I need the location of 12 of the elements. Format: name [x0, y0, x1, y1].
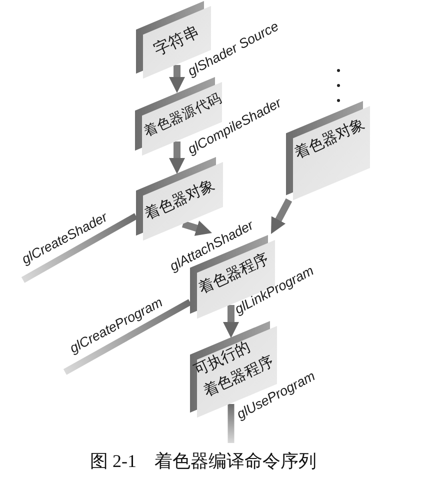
node-label: 着色器对象	[292, 115, 368, 164]
figure-caption: 图 2-1 着色器编译命令序列	[90, 451, 316, 473]
arrow	[182, 220, 214, 236]
connector-bar	[21, 213, 138, 283]
slanted-card	[286, 100, 370, 200]
connector-bar	[228, 404, 234, 443]
arrow	[169, 65, 185, 93]
node-label: 字符串	[150, 23, 202, 60]
arrow	[223, 305, 239, 338]
connector-bar	[63, 299, 192, 375]
node-label: 着色器对象	[142, 176, 218, 224]
arrow	[169, 142, 185, 174]
